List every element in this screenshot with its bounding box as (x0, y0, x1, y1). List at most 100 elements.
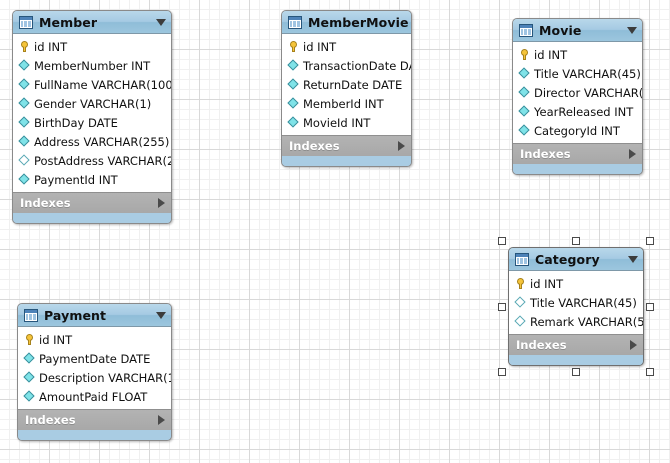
column-list: id INT Title VARCHAR(45) Remark VARCHAR(50… (509, 271, 643, 334)
table-header[interactable]: MemberMovie (282, 11, 411, 34)
column-row[interactable]: MemberId INT (282, 94, 411, 113)
table-name: Member (39, 14, 98, 30)
column-label: PaymentId INT (34, 172, 118, 187)
chevron-right-icon[interactable] (630, 340, 637, 350)
key-icon (514, 277, 527, 290)
column-row[interactable]: Description VARCHAR(100) (18, 368, 171, 387)
table-footer-strip (513, 164, 642, 174)
column-row[interactable]: MovieId INT (282, 113, 411, 132)
column-list: id INT Title VARCHAR(45) Director VARCHAR(… (513, 42, 642, 143)
table-name: Category (535, 251, 600, 267)
column-row[interactable]: id INT (282, 37, 411, 56)
column-label: Remark VARCHAR(500) (530, 314, 644, 329)
resize-handle-nw[interactable] (498, 237, 506, 245)
indexes-bar[interactable]: Indexes (18, 409, 171, 430)
resize-handle-se[interactable] (646, 368, 654, 376)
diamond-icon (287, 59, 300, 72)
diamond-icon (287, 78, 300, 91)
chevron-down-icon[interactable] (156, 18, 166, 26)
resize-handle-s[interactable] (572, 368, 580, 376)
column-row[interactable]: YearReleased INT (513, 102, 642, 121)
diamond-icon (18, 116, 31, 129)
column-label: Director VARCHAR(45) (534, 85, 643, 100)
table-box[interactable]: Payment id INT PaymentDate DATE Description… (17, 303, 172, 441)
column-label: YearReleased INT (534, 104, 634, 119)
table-header[interactable]: Category (509, 248, 643, 271)
table-header[interactable]: Movie (513, 19, 642, 42)
chevron-down-icon[interactable] (627, 26, 637, 34)
table-box[interactable]: Category id INT Title VARCHAR(45) Remark VA… (508, 247, 644, 366)
column-row[interactable]: CategoryId INT (513, 121, 642, 140)
column-row[interactable]: MemberNumber INT (13, 56, 171, 75)
column-row[interactable]: PostAddress VARCHAR(255) (13, 151, 171, 170)
column-label: BirthDay DATE (34, 115, 118, 130)
indexes-bar[interactable]: Indexes (513, 143, 642, 164)
table-box[interactable]: Movie id INT Title VARCHAR(45) Director VAR… (512, 18, 643, 175)
resize-handle-n[interactable] (572, 237, 580, 245)
column-label: CategoryId INT (534, 123, 620, 138)
column-row[interactable]: PaymentId INT (13, 170, 171, 189)
key-icon (23, 333, 36, 346)
column-label: PaymentDate DATE (39, 351, 151, 366)
column-row[interactable]: Address VARCHAR(255) (13, 132, 171, 151)
table-footer-strip (509, 355, 643, 365)
resize-handle-w[interactable] (498, 302, 506, 311)
column-row[interactable]: ReturnDate DATE (282, 75, 411, 94)
column-list: id INT MemberNumber INT FullName VARCHAR(1… (13, 34, 171, 192)
column-label: Title VARCHAR(45) (534, 66, 641, 81)
column-row[interactable]: Gender VARCHAR(1) (13, 94, 171, 113)
column-row[interactable]: FullName VARCHAR(100) (13, 75, 171, 94)
column-row[interactable]: Director VARCHAR(45) (513, 83, 642, 102)
chevron-right-icon[interactable] (158, 415, 165, 425)
resize-handle-e[interactable] (646, 302, 654, 311)
column-list: id INT TransactionDate DATEReturnDate DAT… (282, 34, 411, 135)
diamond-hollow-icon (514, 296, 527, 309)
column-row[interactable]: Title VARCHAR(45) (513, 64, 642, 83)
resize-handle-sw[interactable] (498, 368, 506, 376)
indexes-bar[interactable]: Indexes (509, 334, 643, 355)
table-name: MemberMovie (308, 14, 409, 30)
column-row[interactable]: id INT (18, 330, 171, 349)
column-row[interactable]: id INT (509, 274, 643, 293)
indexes-bar[interactable]: Indexes (13, 192, 171, 213)
chevron-down-icon[interactable] (156, 311, 166, 319)
table-icon (19, 15, 33, 29)
column-label: id INT (534, 47, 568, 62)
column-label: MemberId INT (303, 96, 384, 111)
column-label: AmountPaid FLOAT (39, 389, 148, 404)
table-header[interactable]: Member (13, 11, 171, 34)
chevron-right-icon[interactable] (629, 149, 636, 159)
indexes-bar[interactable]: Indexes (282, 135, 411, 156)
chevron-down-icon[interactable] (628, 255, 638, 263)
column-label: MemberNumber INT (34, 58, 151, 73)
table-header[interactable]: Payment (18, 304, 171, 327)
indexes-label: Indexes (20, 196, 71, 210)
table-icon (288, 15, 302, 29)
diamond-icon (518, 86, 531, 99)
diamond-icon (287, 116, 300, 129)
column-row[interactable]: id INT (513, 45, 642, 64)
column-row[interactable]: id INT (13, 37, 171, 56)
resize-handle-ne[interactable] (646, 237, 654, 245)
diamond-icon (23, 371, 36, 384)
column-row[interactable]: AmountPaid FLOAT (18, 387, 171, 406)
chevron-right-icon[interactable] (398, 141, 405, 151)
table-box[interactable]: MemberMovie id INT TransactionDate DATERet… (281, 10, 412, 167)
column-row[interactable]: PaymentDate DATE (18, 349, 171, 368)
column-row[interactable]: Remark VARCHAR(500) (509, 312, 643, 331)
indexes-label: Indexes (516, 338, 567, 352)
table-name: Movie (539, 22, 582, 38)
diamond-icon (18, 59, 31, 72)
column-label: id INT (530, 276, 564, 291)
column-label: id INT (303, 39, 337, 54)
column-label: Title VARCHAR(45) (530, 295, 637, 310)
diamond-icon (23, 390, 36, 403)
chevron-right-icon[interactable] (158, 198, 165, 208)
table-box[interactable]: Member id INT MemberNumber INT FullName VAR… (12, 10, 172, 224)
column-label: Address VARCHAR(255) (34, 134, 170, 149)
column-row[interactable]: Title VARCHAR(45) (509, 293, 643, 312)
column-row[interactable]: BirthDay DATE (13, 113, 171, 132)
diamond-icon (518, 124, 531, 137)
column-row[interactable]: TransactionDate DATE (282, 56, 411, 75)
